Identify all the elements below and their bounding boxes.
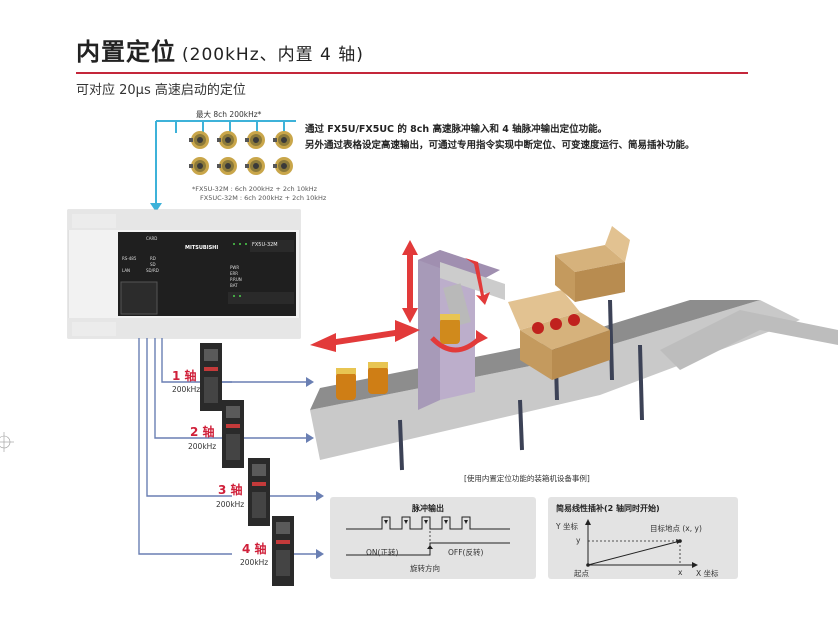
plc-model-label: FX5U-32M bbox=[252, 242, 278, 248]
pulse-off-label: OFF(反转) bbox=[448, 548, 484, 557]
page-title-main: 内置定位 bbox=[76, 38, 176, 66]
encoder-note-line2: FX5UC-32M : 6ch 200kHz + 2ch 10kHz bbox=[200, 194, 327, 202]
interp-panel-title: 简易线性插补(2 轴同时开始) bbox=[556, 504, 660, 513]
encoder-note-line1: *FX5U-32M : 6ch 200kHz + 2ch 10kHz bbox=[192, 185, 318, 193]
description-line2: 另外通过表格设定高速输出，可通过专用指令实现中断定位、可变速度运行、简易插补功能… bbox=[305, 140, 695, 151]
pulse-on-label: ON(正转) bbox=[366, 548, 399, 557]
interp-y-tick: y bbox=[576, 536, 581, 545]
pulse-output-panel: 脉冲输出 ON(正转) OFF(反转) 旋转方向 bbox=[330, 497, 536, 579]
page-title-sub: (200kHz、内置 4 轴) bbox=[182, 45, 364, 65]
servo-amplifiers bbox=[200, 343, 294, 586]
pulse-waveform bbox=[346, 516, 510, 556]
plc-label-err: ERR bbox=[230, 271, 239, 276]
axis-3-freq: 200kHz bbox=[216, 500, 245, 509]
pulse-direction-label: 旋转方向 bbox=[410, 564, 440, 573]
machine-caption: [使用内置定位功能的装箱机设备事例] bbox=[464, 474, 590, 483]
crop-marks bbox=[0, 432, 14, 452]
plc-label-sd: SD bbox=[150, 262, 156, 267]
page-title: 内置定位 (200kHz、内置 4 轴) bbox=[76, 32, 364, 67]
title-divider bbox=[76, 72, 748, 74]
plc-label-card: CARD bbox=[146, 236, 158, 241]
plc-label-rs485: RS-485 bbox=[122, 256, 137, 261]
pulse-panel-title: 脉冲输出 bbox=[412, 504, 444, 513]
plc-unit bbox=[67, 209, 301, 339]
packing-machine-illustration bbox=[310, 226, 838, 471]
description-line1: 通过 FX5U/FX5UC 的 8ch 高速脉冲输入和 4 轴脉冲输出定位功能。 bbox=[305, 124, 608, 135]
plc-label-sdrd: SD/RD bbox=[146, 268, 159, 273]
axis-wires bbox=[138, 338, 318, 555]
encoder-icons bbox=[189, 131, 293, 175]
plc-label-bat: BAT bbox=[230, 283, 238, 288]
axis-4-freq: 200kHz bbox=[240, 558, 269, 567]
plc-label-lan: LAN bbox=[122, 268, 131, 273]
plc-label-rd: RD bbox=[150, 256, 156, 261]
interp-origin-label: 起点 bbox=[574, 569, 589, 578]
interpolation-panel: 简易线性插补(2 轴同时开始) Y 坐标 y 目标地点 (x, y) 起点 x … bbox=[548, 497, 738, 579]
interp-plot bbox=[585, 519, 698, 568]
axis-2-freq: 200kHz bbox=[188, 442, 217, 451]
axis-1-freq: 200kHz bbox=[172, 385, 201, 394]
axis-arrow-icons bbox=[306, 377, 324, 559]
interp-x-axis-label: X 坐标 bbox=[696, 569, 719, 578]
page-subtitle: 可对应 20μs 高速启动的定位 bbox=[76, 83, 246, 98]
encoder-arrow-icon bbox=[150, 203, 162, 212]
encoder-bracket bbox=[155, 120, 296, 205]
interp-target-label: 目标地点 (x, y) bbox=[650, 524, 702, 533]
interp-y-axis-label: Y 坐标 bbox=[556, 522, 578, 531]
plc-label-prun: P.RUN bbox=[230, 277, 242, 282]
axis-3-label: 3 轴 bbox=[218, 483, 243, 497]
axis-1-label: 1 轴 bbox=[172, 369, 197, 383]
axis-2-label: 2 轴 bbox=[190, 425, 215, 439]
encoder-max-label: 最大 8ch 200kHz* bbox=[196, 110, 262, 119]
interp-x-tick: x bbox=[678, 568, 683, 577]
plc-brand-label: MITSUBISHI bbox=[185, 245, 219, 251]
axis-4-label: 4 轴 bbox=[242, 542, 267, 556]
plc-label-pwr: PWR bbox=[230, 265, 240, 270]
